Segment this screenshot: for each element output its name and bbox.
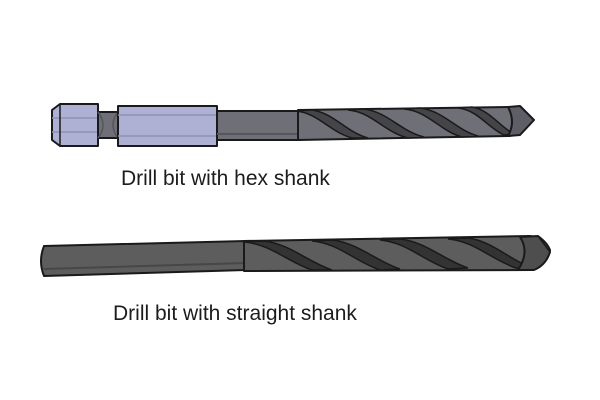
straight-bit-shank bbox=[40, 240, 247, 277]
straight-bit-flutes bbox=[243, 235, 551, 272]
hex-bit-smooth-shank bbox=[216, 110, 301, 141]
straight-bit-point bbox=[517, 235, 551, 271]
hex-bit-flutes bbox=[295, 106, 529, 141]
hex-shank-end bbox=[51, 103, 99, 147]
hex-shank-drill-bit bbox=[51, 103, 535, 147]
hex-shank-neck bbox=[97, 111, 119, 139]
hex-shank-body bbox=[117, 105, 218, 147]
hex-bit-point bbox=[507, 105, 535, 137]
hex-shank-caption: Drill bit with hex shank bbox=[121, 167, 330, 190]
straight-shank-caption: Drill bit with straight shank bbox=[113, 302, 357, 325]
straight-shank-drill-bit bbox=[40, 235, 551, 277]
